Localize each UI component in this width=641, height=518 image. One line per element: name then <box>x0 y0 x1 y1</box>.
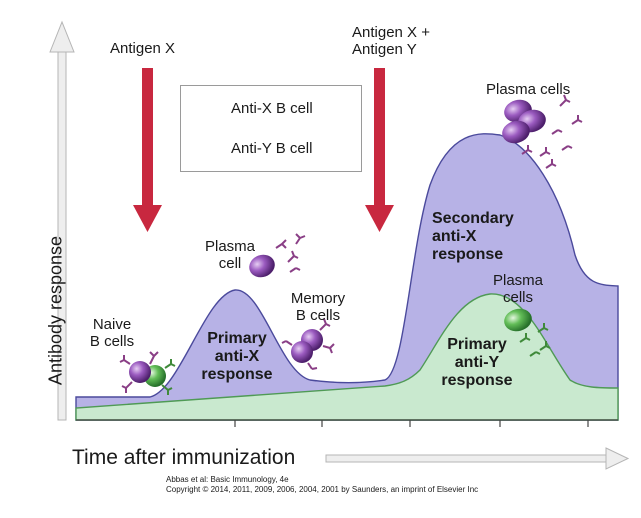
legend-anti-x-label: Anti-X B cell <box>231 100 313 117</box>
primary-anti-x-label: Primary anti-X response <box>196 330 278 384</box>
naive-b-cells-label: Naive B cells <box>82 316 142 350</box>
plasma-cells-y-line2: cells <box>502 289 533 306</box>
primary-y-line2: anti-Y <box>454 354 500 371</box>
plasma-cells-y-label: Plasma cells <box>490 272 546 306</box>
secondary-line2: anti-X <box>432 228 477 245</box>
secondary-line1: Secondary <box>432 210 514 227</box>
x-axis-label: Time after immunization <box>72 446 296 469</box>
plasma-cells-top-label: Plasma cells <box>486 81 571 98</box>
primary-y-line3: response <box>441 372 513 389</box>
antigen-x-label: Antigen X <box>110 40 176 57</box>
memory-b-cells-icon <box>281 318 335 370</box>
x-axis-ticks <box>234 420 589 427</box>
plasma-cells-y-line1: Plasma <box>492 272 544 289</box>
primary-x-line3: response <box>201 366 273 383</box>
plasma-cells-y-icon <box>504 308 551 357</box>
memory-line1: Memory <box>290 290 346 307</box>
y-axis-label: Antibody response <box>45 235 66 386</box>
credit-line1: Abbas et al: Basic Immunology, 4e <box>166 475 289 484</box>
antigen-xy-label-line2: Antigen Y <box>352 41 417 58</box>
antigen-xy-label-line1: Antigen X + <box>352 24 430 41</box>
secondary-anti-x-label: Secondary anti-X response <box>432 210 514 264</box>
legend-anti-y-label: Anti-Y B cell <box>231 140 313 157</box>
plasma-cells-x-cluster-icon <box>502 94 583 169</box>
plasma-cell-line1: Plasma <box>204 238 256 255</box>
memory-line2: B cells <box>295 307 341 324</box>
secondary-line3: response <box>432 246 504 263</box>
cell-legend: Anti-X B cell Anti-Y B cell <box>180 85 362 172</box>
naive-b-cells-icon <box>119 351 176 395</box>
plasma-cell-x-icon <box>249 233 306 278</box>
plasma-cell-label: Plasma cell <box>200 238 260 272</box>
primary-x-line1: Primary <box>207 330 267 347</box>
naive-line2: B cells <box>89 333 135 350</box>
credit-line2: Copyright © 2014, 2011, 2009, 2006, 2004… <box>166 485 479 494</box>
primary-x-line2: anti-X <box>214 348 260 365</box>
naive-line1: Naive <box>92 316 132 333</box>
plasma-cell-line2: cell <box>218 255 242 272</box>
antigen-xy-arrow <box>365 68 394 232</box>
antigen-x-arrow <box>133 68 162 232</box>
anti-y-response-area <box>75 293 619 421</box>
memory-b-cells-label: Memory B cells <box>282 290 354 324</box>
x-axis-arrow <box>325 447 630 470</box>
primary-y-line1: Primary <box>447 336 507 353</box>
primary-anti-y-label: Primary anti-Y response <box>434 336 520 390</box>
y-axis-arrow <box>49 20 75 421</box>
